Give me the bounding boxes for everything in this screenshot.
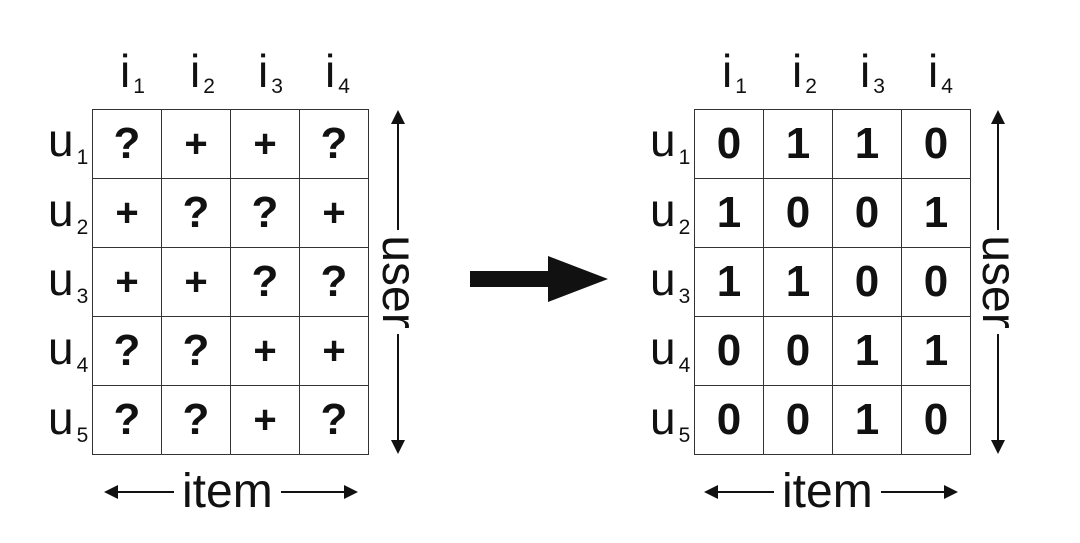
matrix-row-u5: 0 0 1 0: [694, 385, 971, 455]
cell-u2-i4: +: [299, 178, 369, 248]
cell-u5-i2: ?: [161, 385, 231, 455]
cell-u1-i1: ?: [92, 109, 162, 179]
cell-u2-i2: 0: [763, 178, 833, 248]
arrow-shaft: [470, 271, 552, 287]
cell-u4-i2: ?: [161, 316, 231, 386]
cell-u1-i4: 0: [901, 109, 971, 179]
item-axis-label: item: [774, 468, 881, 516]
cell-u2-i3: ?: [230, 178, 300, 248]
cell-u4-i2: 0: [763, 316, 833, 386]
cell-u4-i4: 1: [901, 316, 971, 386]
cell-u4-i3: +: [230, 316, 300, 386]
arrow-right-icon: [944, 485, 958, 499]
cell-u2-i2: ?: [161, 178, 231, 248]
arrow-head: [548, 256, 608, 302]
cell-u3-i2: +: [161, 247, 231, 317]
cell-u1-i3: 1: [832, 109, 902, 179]
cell-u5-i3: 1: [832, 385, 902, 455]
cell-u4-i1: 0: [694, 316, 764, 386]
cell-u4-i4: +: [299, 316, 369, 386]
user-axis-label: user: [972, 230, 1025, 334]
matrix-row-u4: ? ? + +: [92, 316, 369, 386]
arrow-left-icon: [104, 485, 118, 499]
item-axis: item: [104, 468, 358, 516]
right-arrow-icon: [470, 256, 608, 302]
cell-u1-i4: ?: [299, 109, 369, 179]
cell-u4-i3: 1: [832, 316, 902, 386]
matrix-row-u1: 0 1 1 0: [694, 109, 971, 179]
cell-u3-i3: ?: [230, 247, 300, 317]
matrix-row-u1: ? + + ?: [92, 109, 369, 179]
user-axis-label: user: [372, 230, 425, 334]
matrix-row-u2: + ? ? +: [92, 178, 369, 248]
binary-matrix: 0 1 1 0 1 0 0 1 1 1 0 0 0 0 1 1: [694, 109, 971, 455]
arrow-up-icon: [391, 110, 405, 124]
cell-u5-i2: 0: [763, 385, 833, 455]
arrow-up-icon: [991, 110, 1005, 124]
arrow-left-icon: [704, 485, 718, 499]
cell-u3-i2: 1: [763, 247, 833, 317]
matrix-row-u3: 1 1 0 0: [694, 247, 971, 317]
cell-u1-i1: 0: [694, 109, 764, 179]
cell-u5-i1: ?: [92, 385, 162, 455]
matrix-row-u3: + + ? ?: [92, 247, 369, 317]
cell-u1-i2: 1: [763, 109, 833, 179]
cell-u2-i1: 1: [694, 178, 764, 248]
cell-u1-i3: +: [230, 109, 300, 179]
user-axis: user: [372, 110, 425, 454]
cell-u2-i3: 0: [832, 178, 902, 248]
cell-u3-i3: 0: [832, 247, 902, 317]
user-axis: user: [972, 110, 1025, 454]
arrow-down-icon: [391, 440, 405, 454]
matrix-row-u5: ? ? + ?: [92, 385, 369, 455]
rating-matrix: ? + + ? + ? ? + + + ? ? ? ? + +: [92, 109, 369, 455]
matrix-row-u2: 1 0 0 1: [694, 178, 971, 248]
arrow-right-icon: [344, 485, 358, 499]
item-axis-label: item: [174, 468, 281, 516]
cell-u1-i2: +: [161, 109, 231, 179]
cell-u5-i3: +: [230, 385, 300, 455]
matrix-row-u4: 0 0 1 1: [694, 316, 971, 386]
cell-u5-i4: ?: [299, 385, 369, 455]
cell-u3-i1: +: [92, 247, 162, 317]
item-axis: item: [704, 468, 958, 516]
cell-u3-i4: 0: [901, 247, 971, 317]
cell-u4-i1: ?: [92, 316, 162, 386]
cell-u2-i4: 1: [901, 178, 971, 248]
cell-u5-i1: 0: [694, 385, 764, 455]
cell-u3-i4: ?: [299, 247, 369, 317]
arrow-down-icon: [991, 440, 1005, 454]
cell-u2-i1: +: [92, 178, 162, 248]
cell-u5-i4: 0: [901, 385, 971, 455]
cell-u3-i1: 1: [694, 247, 764, 317]
